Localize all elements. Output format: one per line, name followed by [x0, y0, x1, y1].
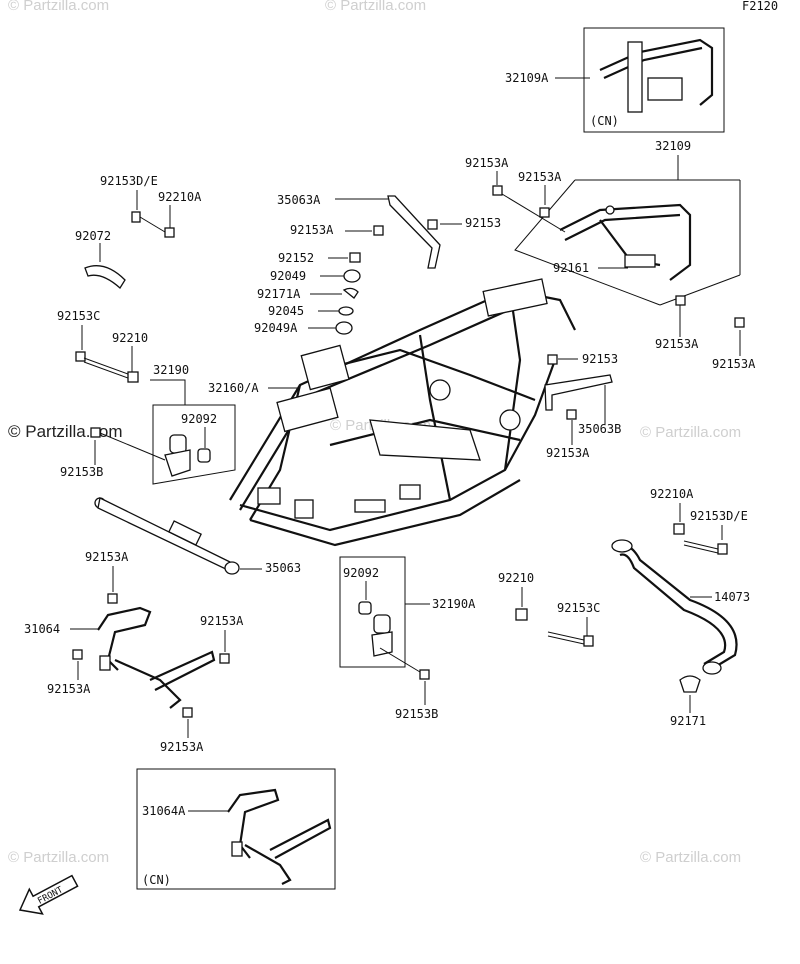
inset-box-32190 — [152, 404, 236, 485]
watermark: © Partzilla.com — [325, 0, 426, 14]
part-label[interactable]: 92092 — [181, 412, 217, 426]
step-bracket-31064A — [227, 788, 332, 885]
bolt-92153B — [90, 427, 101, 438]
part-label[interactable]: 92152 — [278, 251, 314, 265]
bracket-32190 — [164, 434, 211, 477]
part-label[interactable]: 32190 — [153, 363, 189, 377]
part-label[interactable]: 32190A — [432, 597, 476, 611]
grab-bar-32109A — [599, 38, 714, 113]
part-label[interactable]: 92210 — [498, 571, 534, 585]
watermark: © Partzilla.com — [640, 849, 741, 866]
bolt-92153C — [75, 351, 139, 383]
part-label[interactable]: 92049 — [270, 269, 306, 283]
stay-35063 — [94, 497, 240, 575]
watermark: © Partzilla.com — [8, 0, 109, 14]
part-label[interactable]: 35063 — [265, 561, 301, 575]
part-label[interactable]: 32109 — [655, 139, 691, 153]
grommet-92049 — [343, 269, 361, 283]
part-label[interactable]: 92153A — [47, 682, 91, 696]
step-bracket-31064 — [97, 606, 216, 709]
part-label[interactable]: 92153A — [655, 337, 699, 351]
collar-92045 — [338, 306, 354, 316]
part-label[interactable]: 92210 — [112, 331, 148, 345]
front-arrow-icon: FRONT — [18, 874, 79, 915]
part-label[interactable]: 92049A — [254, 321, 298, 335]
part-label[interactable]: 92161 — [553, 261, 589, 275]
part-label[interactable]: 35063A — [277, 193, 321, 207]
figure-code: F2120 — [742, 0, 778, 13]
part-label[interactable]: 92153C — [557, 601, 600, 615]
part-label[interactable]: 92153A — [518, 170, 562, 184]
part-label[interactable]: 92153 — [582, 352, 618, 366]
part-label[interactable]: 92153A — [85, 550, 129, 564]
bolt-92153A — [373, 225, 384, 236]
part-label[interactable]: 92171 — [670, 714, 706, 728]
part-label[interactable]: 32109A — [505, 71, 549, 85]
part-label[interactable]: 92153D/E — [690, 509, 748, 523]
part-label[interactable]: 92210A — [650, 487, 694, 501]
part-label[interactable]: 92092 — [343, 566, 379, 580]
part-label[interactable]: 92153 — [465, 216, 501, 230]
part-label[interactable]: 92072 — [75, 229, 111, 243]
bracket-32190A — [358, 601, 393, 657]
inset-box-32190A — [339, 556, 406, 668]
leader — [514, 155, 741, 306]
bolt-92153 — [427, 219, 438, 230]
part-label[interactable]: 92210A — [158, 190, 202, 204]
rear-rack-32109 — [559, 203, 692, 281]
part-label[interactable]: 92153D/E — [100, 174, 158, 188]
part-label[interactable]: 92153B — [395, 707, 438, 721]
grommet-92049A — [335, 321, 353, 335]
watermark: © Partzilla.com — [640, 424, 741, 441]
bracket-35063A — [387, 195, 441, 269]
part-label[interactable]: 92153A — [200, 614, 244, 628]
watermark: © Partzilla.com — [8, 849, 109, 866]
exhaust-pipe-14073 — [611, 539, 738, 675]
part-label[interactable]: 31064 — [24, 622, 60, 636]
bolt-92153D-right — [683, 540, 728, 555]
inset-box-32109A — [583, 27, 725, 133]
part-label[interactable]: 32160/A — [208, 381, 259, 395]
main-frame-32160 — [229, 278, 576, 547]
nut-92152 — [349, 252, 361, 263]
bolt-92153C-mid — [547, 631, 594, 647]
part-label[interactable]: 31064A — [142, 804, 186, 818]
bolt-92153D — [131, 211, 175, 238]
part-label[interactable]: 92153A — [465, 156, 509, 170]
part-label[interactable]: 35063B — [578, 422, 621, 436]
part-label: (CN) — [142, 873, 171, 887]
part-label[interactable]: 92171A — [257, 287, 301, 301]
part-label[interactable]: 92153A — [160, 740, 204, 754]
part-label[interactable]: 14073 — [714, 590, 750, 604]
strap-92072 — [84, 265, 126, 289]
bracket-35063B — [544, 374, 613, 411]
part-label[interactable]: 92153A — [290, 223, 334, 237]
part-label[interactable]: 92153C — [57, 309, 100, 323]
part-label[interactable]: 92153A — [546, 446, 590, 460]
part-label[interactable]: 92045 — [268, 304, 304, 318]
part-label[interactable]: 92153B — [60, 465, 103, 479]
inset-box-31064A — [136, 768, 336, 890]
clamp-92171A — [342, 287, 359, 299]
part-label[interactable]: 92153A — [712, 357, 756, 371]
clamp-92171 — [679, 675, 701, 693]
watermark: © Partzilla.com — [8, 422, 123, 441]
part-label: (CN) — [590, 114, 619, 128]
